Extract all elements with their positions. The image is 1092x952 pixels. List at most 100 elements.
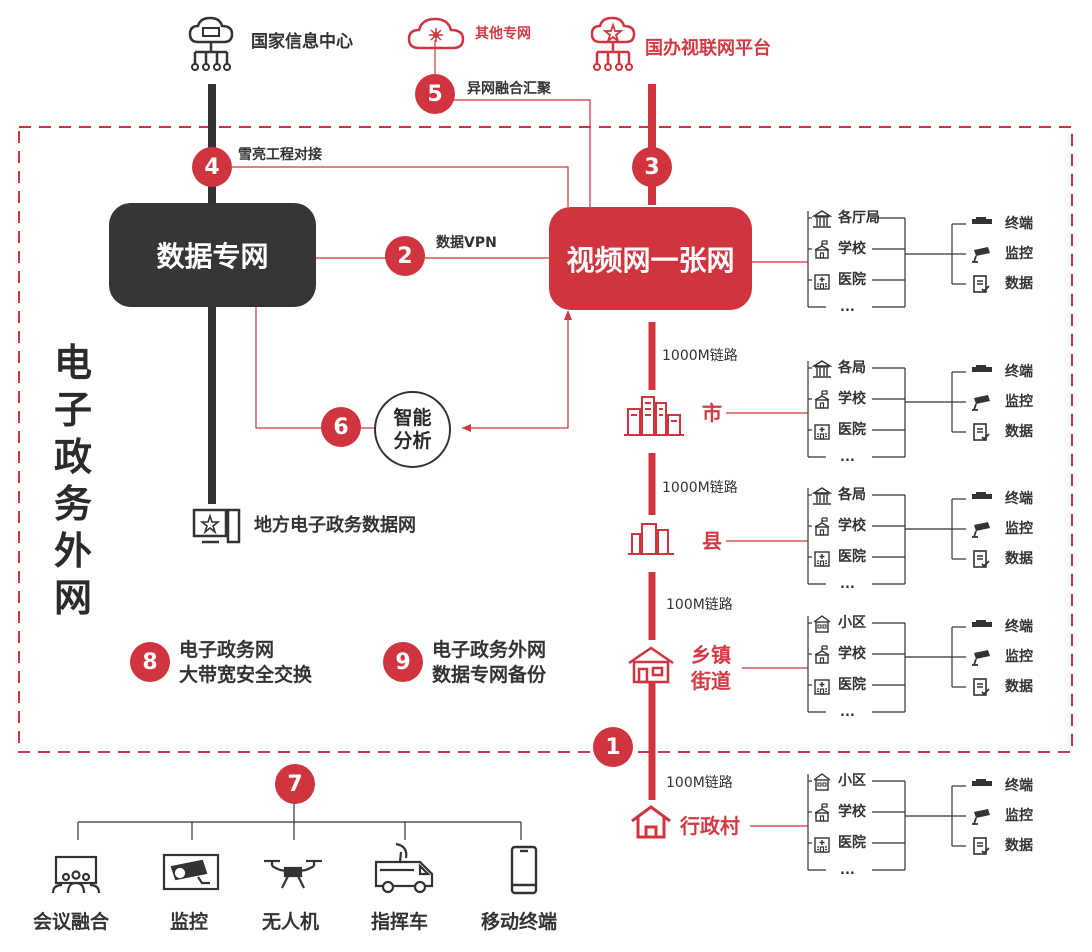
- endpoint-label-monitor: 监控: [1005, 808, 1033, 824]
- link-5-label: 异网融合汇聚: [467, 81, 551, 97]
- institution-label: 学校: [838, 518, 866, 534]
- link-2-label: 数据VPN: [436, 235, 497, 251]
- cloud-icon: [407, 17, 465, 50]
- institution-label: 学校: [838, 804, 866, 820]
- school-icon: [812, 517, 832, 537]
- computer-star-icon: [192, 508, 241, 544]
- terminal-icon: [970, 776, 994, 796]
- document-icon: [970, 677, 994, 697]
- residential-icon: [812, 614, 832, 634]
- camera-icon: [970, 244, 994, 264]
- school-icon: [812, 803, 832, 823]
- hospital-icon: [812, 834, 832, 854]
- marker-6: 6: [321, 407, 361, 447]
- institution-label: 学校: [838, 241, 866, 257]
- egov-char: 外: [53, 529, 92, 573]
- device-label-conference: 会议融合: [33, 911, 110, 933]
- link-4-label: 雪亮工程对接: [238, 147, 322, 163]
- feature-8: 电子政务网 大带宽安全交换: [179, 638, 312, 688]
- school-icon: [812, 645, 832, 665]
- more-indicator: ...: [840, 577, 855, 592]
- level-town-line1: 乡镇: [691, 643, 731, 667]
- city-buildings-icon: [624, 396, 684, 436]
- government-building-icon: [811, 359, 833, 379]
- data-network-box: 数据专网: [109, 203, 316, 307]
- terminal-icon: [970, 362, 994, 382]
- marker-9: 9: [383, 642, 423, 682]
- marker-4: 4: [192, 147, 232, 187]
- terminal-icon: [970, 214, 994, 234]
- government-building-icon: [811, 486, 833, 506]
- document-icon: [970, 422, 994, 442]
- county-buildings-icon: [628, 523, 674, 555]
- endpoint-label-monitor: 监控: [1005, 394, 1033, 410]
- terminal-icon: [970, 617, 994, 637]
- egov-char: 政: [53, 435, 92, 479]
- egov-char: 务: [53, 482, 92, 526]
- national-info-center-label: 国家信息中心: [251, 32, 353, 52]
- level-city: 市: [702, 401, 722, 425]
- hospital-icon: [812, 548, 832, 568]
- terminal-icon: [970, 489, 994, 509]
- smart-analysis-circle: 智能 分析: [374, 391, 451, 468]
- marker-2: 2: [385, 236, 425, 276]
- endpoint-label-monitor: 监控: [1005, 521, 1033, 537]
- institution-label: 各厅局: [838, 210, 880, 226]
- endpoint-label-data: 数据: [1005, 276, 1033, 292]
- feature-9-line1: 电子政务外网: [432, 639, 547, 661]
- level-town: 乡镇 街道: [691, 642, 731, 694]
- link-speed-2: 1000M链路: [662, 480, 738, 496]
- endpoint-label-terminal: 终端: [1005, 778, 1033, 794]
- other-network-label: 其他专网: [475, 26, 531, 42]
- endpoint-label-terminal: 终端: [1005, 364, 1033, 380]
- village-house-icon: [631, 805, 671, 839]
- hospital-icon: [812, 271, 832, 291]
- document-icon: [970, 836, 994, 856]
- institution-label: 医院: [838, 835, 866, 851]
- institution-label: 医院: [838, 677, 866, 693]
- institution-label: 医院: [838, 272, 866, 288]
- camera-icon: [970, 519, 994, 539]
- institution-label: 各局: [838, 487, 866, 503]
- feature-8-line1: 电子政务网: [179, 639, 275, 661]
- marker-5: 5: [415, 74, 455, 114]
- cloud-star-network-icon: [590, 16, 636, 71]
- command-vehicle-icon: [374, 842, 434, 894]
- camera-icon: [970, 647, 994, 667]
- endpoint-label-data: 数据: [1005, 424, 1033, 440]
- smart-analysis-line2: 分析: [393, 429, 432, 452]
- feature-9-line2: 数据专网备份: [432, 664, 547, 686]
- conference-icon: [51, 855, 101, 894]
- device-label-mobile: 移动终端: [481, 911, 558, 933]
- egov-extranet-title: 电 子 政 务 外 网: [53, 340, 93, 622]
- more-indicator: ...: [840, 450, 855, 465]
- residential-icon: [812, 772, 832, 792]
- institution-label: 学校: [838, 646, 866, 662]
- endpoint-label-monitor: 监控: [1005, 246, 1033, 262]
- device-label-monitor: 监控: [170, 911, 209, 933]
- feature-9: 电子政务外网 数据专网备份: [432, 638, 546, 688]
- level-village: 行政村: [680, 814, 740, 838]
- link-speed-1: 1000M链路: [662, 348, 738, 364]
- school-icon: [812, 390, 832, 410]
- mobile-phone-icon: [510, 845, 538, 895]
- document-icon: [970, 549, 994, 569]
- camera-icon: [970, 806, 994, 826]
- hospital-icon: [812, 421, 832, 441]
- camera-icon: [970, 392, 994, 412]
- endpoint-label-data: 数据: [1005, 679, 1033, 695]
- endpoint-label-data: 数据: [1005, 551, 1033, 567]
- town-house-icon: [628, 646, 674, 684]
- government-building-icon: [811, 209, 833, 229]
- marker-3: 3: [632, 147, 672, 187]
- more-indicator: ...: [840, 300, 855, 315]
- endpoint-label-monitor: 监控: [1005, 649, 1033, 665]
- state-platform-label: 国办视联网平台: [645, 38, 771, 59]
- institution-label: 医院: [838, 549, 866, 565]
- institution-label: 小区: [838, 615, 866, 631]
- drone-icon: [264, 859, 322, 889]
- device-label-drone: 无人机: [262, 911, 320, 933]
- video-network-box: 视频网一张网: [549, 207, 752, 310]
